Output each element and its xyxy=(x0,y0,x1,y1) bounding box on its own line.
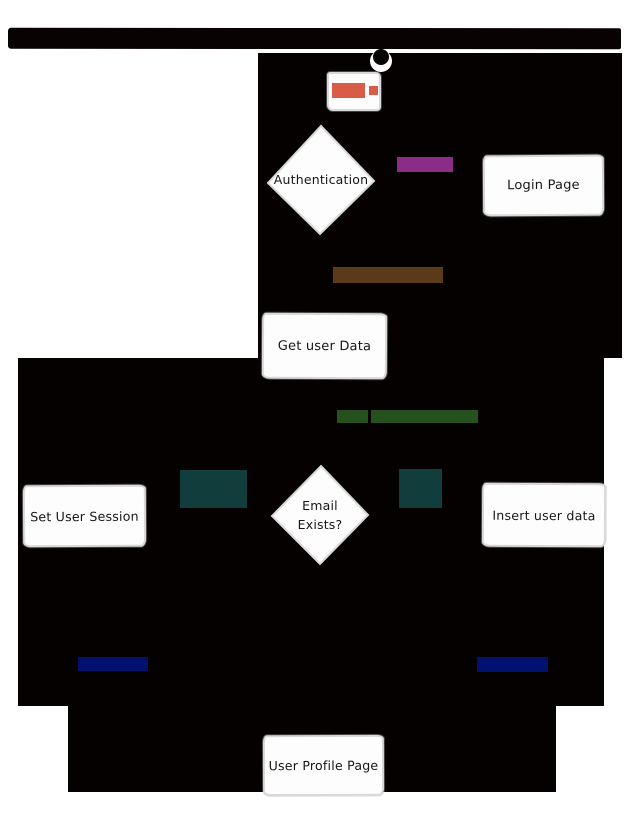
email-exists-line1: Email xyxy=(302,497,338,513)
node-get-user-data[interactable]: Get user Data xyxy=(261,312,388,380)
node-login-page-label: Login Page xyxy=(507,177,580,194)
edge-label-email-yes xyxy=(180,470,247,508)
diamond-shape xyxy=(266,124,376,236)
node-get-user-data-label: Get user Data xyxy=(277,338,372,354)
node-user-profile-page-label: User Profile Page xyxy=(268,757,379,774)
edge-label-email-no xyxy=(399,469,442,508)
edge-label-to-get-user-data xyxy=(333,267,443,283)
diamond-shape xyxy=(270,464,370,566)
label-block-icon xyxy=(332,83,365,98)
label-block-small-icon xyxy=(369,86,378,95)
node-authentication[interactable]: Authentication xyxy=(266,124,376,236)
node-login-page[interactable]: Login Page xyxy=(482,154,605,217)
edge-label-to-email-exists-seg2 xyxy=(371,410,478,423)
node-set-user-session[interactable]: Set User Session xyxy=(22,484,147,548)
node-user-profile-page[interactable]: User Profile Page xyxy=(262,734,385,797)
node-email-exists-label: Email Exists? xyxy=(270,464,370,566)
email-exists-line2: Exists? xyxy=(297,517,343,532)
node-authentication-label: Authentication xyxy=(273,172,369,188)
edge-label-session-to-profile xyxy=(78,657,148,671)
start-node-circle[interactable] xyxy=(373,49,389,65)
node-insert-user-data[interactable]: Insert user data xyxy=(481,482,607,548)
node-set-user-session-label: Set User Session xyxy=(30,508,139,524)
start-label-box[interactable] xyxy=(327,72,381,111)
edge-label-to-email-exists-seg1 xyxy=(337,410,368,423)
node-email-exists[interactable]: Email Exists? xyxy=(270,464,370,566)
edge-label-to-login xyxy=(397,157,453,172)
node-insert-user-data-label: Insert user data xyxy=(492,507,596,523)
edge-label-insert-to-profile xyxy=(477,657,548,672)
title-bar xyxy=(7,27,622,50)
